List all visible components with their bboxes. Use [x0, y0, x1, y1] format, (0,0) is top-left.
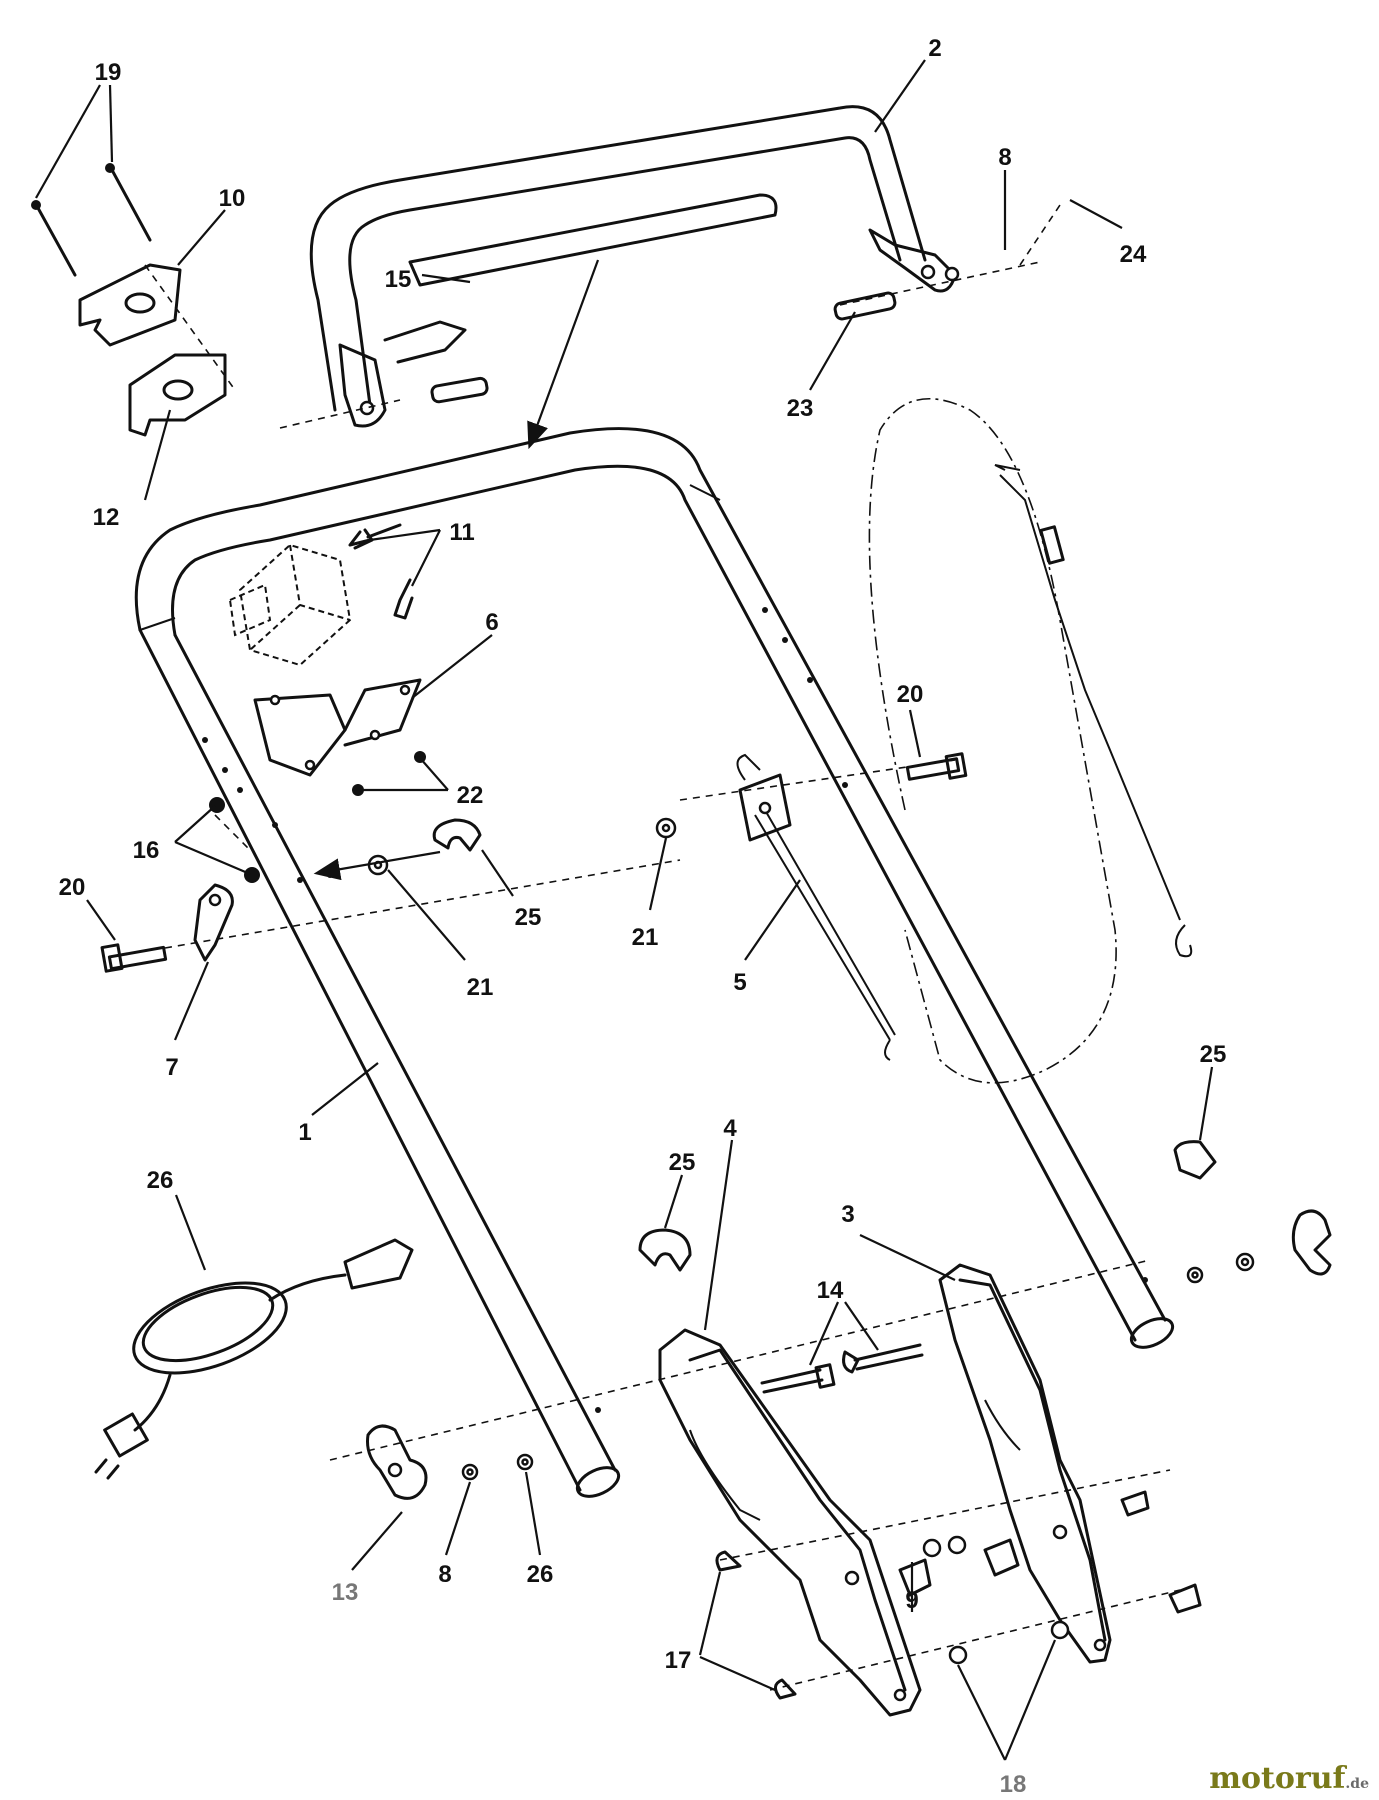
- bolt-20-right: [905, 752, 968, 781]
- callout-3: 3: [841, 1201, 854, 1228]
- callout-9: 9: [905, 1587, 918, 1614]
- callout-14: 14: [817, 1277, 844, 1304]
- callout-20-left: 20: [59, 874, 86, 901]
- callout-25-upper: 25: [515, 904, 542, 931]
- knob-13: [366, 1424, 428, 1500]
- callout-24: 24: [1120, 241, 1147, 268]
- control-rod: [736, 753, 896, 1061]
- bracket-4: [658, 1328, 922, 1717]
- upper-handle: [309, 105, 960, 428]
- bracket-12: [128, 353, 227, 437]
- callout-2: 2: [928, 35, 941, 62]
- callout-21-left: 21: [467, 974, 494, 1001]
- bracket-3: [938, 1263, 1112, 1664]
- bracket-10: [78, 263, 182, 347]
- callout-7: 7: [165, 1054, 178, 1081]
- callout-11: 11: [449, 519, 474, 546]
- bolt-20-left: [100, 943, 168, 973]
- knob-right: [1291, 1209, 1332, 1276]
- callout-12: 12: [93, 504, 120, 531]
- callout-10: 10: [219, 185, 246, 212]
- callout-21-right: 21: [632, 924, 659, 951]
- callout-22: 22: [457, 782, 484, 809]
- carriage-bolts-19: [31, 163, 152, 277]
- watermark-name: motoruf: [1209, 1761, 1346, 1796]
- watermark-suffix: .de: [1345, 1776, 1369, 1792]
- callout-23: 23: [787, 395, 814, 422]
- callout-18: 18: [1000, 1771, 1027, 1798]
- power-cord: [94, 1238, 414, 1480]
- switch-box: [228, 543, 422, 777]
- callout-25-lower: 25: [669, 1149, 696, 1176]
- watermark-logo: motoruf.de: [1209, 1761, 1369, 1796]
- callout-8-top: 8: [998, 144, 1011, 171]
- handle-grip: [408, 193, 778, 287]
- callout-26-cord: 26: [147, 1167, 174, 1194]
- clip-7: [193, 883, 234, 962]
- callout-8-lower: 8: [438, 1561, 451, 1588]
- callout-20-right: 20: [897, 681, 924, 708]
- bolts-14: [760, 1343, 924, 1394]
- callout-17: 17: [665, 1647, 692, 1674]
- callout-1: 1: [298, 1119, 311, 1146]
- callout-6: 6: [485, 609, 498, 636]
- callout-13: 13: [332, 1579, 359, 1606]
- lower-handle: [134, 427, 1175, 1498]
- callout-19: 19: [95, 59, 122, 86]
- callout-5: 5: [733, 969, 746, 996]
- callout-4: 4: [723, 1115, 737, 1142]
- callout-26-washer: 26: [527, 1561, 554, 1588]
- callout-15: 15: [385, 266, 412, 293]
- callout-25-right: 25: [1200, 1041, 1227, 1068]
- callout-16: 16: [133, 837, 160, 864]
